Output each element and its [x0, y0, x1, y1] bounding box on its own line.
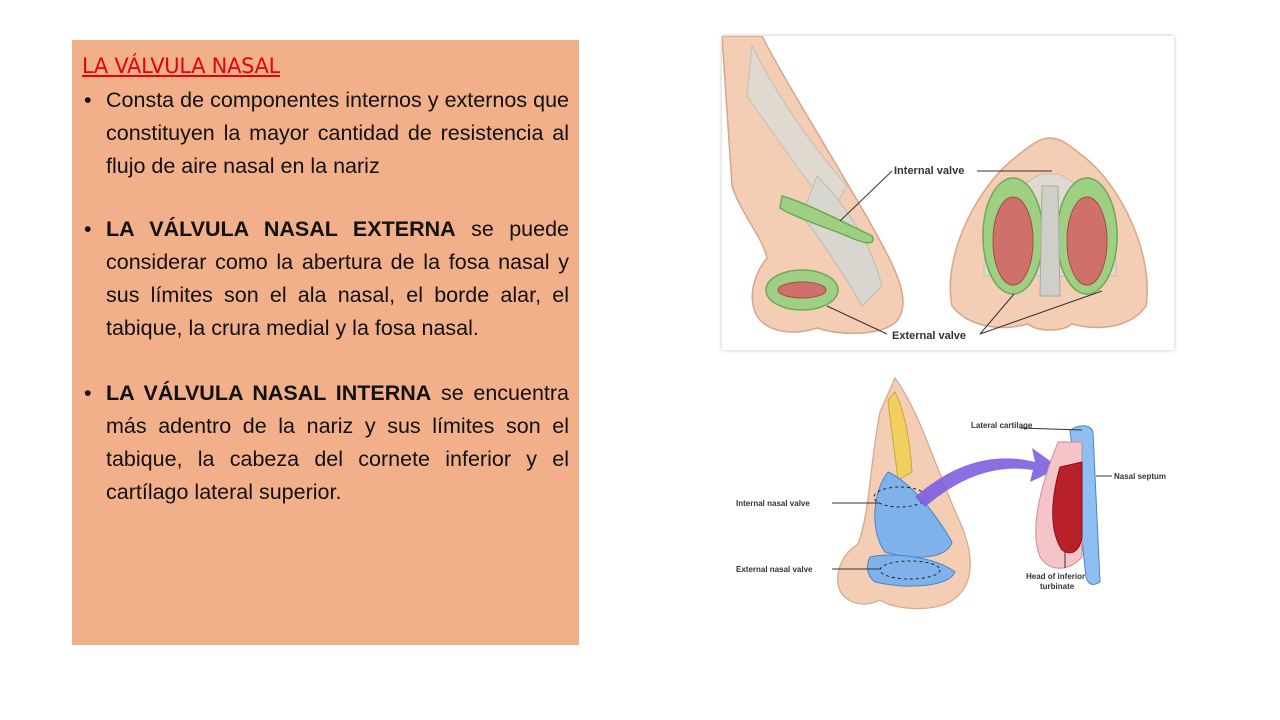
- section-title: LA VÁLVULA NASAL: [82, 54, 281, 78]
- leader-internal-1: [839, 170, 893, 222]
- label-lateral-cartilage: Lateral cartilage: [971, 421, 1033, 430]
- nostril-lateral: [777, 281, 827, 299]
- bullet-item: • LA VÁLVULA NASAL EXTERNA se puede cons…: [82, 213, 569, 345]
- leader-external-1: [826, 305, 888, 335]
- lateral-cartilage: [801, 175, 883, 307]
- valve-detail-arrow: [915, 448, 1060, 507]
- leader-lateral-cartilage: [1019, 427, 1083, 431]
- nostril-left: [992, 196, 1034, 286]
- bullet-lead: LA VÁLVULA NASAL EXTERNA: [106, 217, 456, 241]
- external-valve-ring: [879, 560, 941, 580]
- label-external-valve: External valve: [892, 330, 966, 342]
- label-nasal-septum: Nasal septum: [1114, 472, 1166, 481]
- leader-external-2: [979, 293, 1015, 335]
- nostril-right: [1066, 196, 1108, 286]
- lower-lateral-cartilage: [866, 554, 956, 587]
- bullet-text: se encuentra más adentro de la nariz y s…: [106, 381, 569, 504]
- bullet-dot: •: [84, 88, 92, 112]
- bullet-item: • LA VÁLVULA NASAL INTERNA se encuentra …: [82, 377, 569, 509]
- nose-views-illustration: Internal valve External valve: [721, 35, 1148, 342]
- label-external-nasal-valve: External nasal valve: [736, 565, 813, 574]
- nasal-valve-figure-top: Internal valve External valve: [721, 35, 1174, 350]
- label-internal-valve: Internal valve: [894, 165, 964, 177]
- internal-valve-lateral: [779, 195, 874, 244]
- nasal-bone: [746, 44, 848, 212]
- turbinate-head-detail: [1052, 461, 1083, 554]
- bullet-text: se puede considerar como la abertura de …: [106, 217, 569, 340]
- columella: [1039, 185, 1061, 297]
- text-panel: LA VÁLVULA NASAL • Consta de componentes…: [72, 40, 579, 645]
- leader-external-3: [979, 290, 1103, 335]
- bullet-dot: •: [84, 381, 92, 405]
- bullet-text: Consta de componentes internos y externo…: [106, 88, 569, 178]
- bullet-list: • Consta de componentes internos y exter…: [82, 84, 569, 509]
- nasal-bone-yellow: [887, 391, 913, 481]
- label-turbinate: turbinate: [1040, 582, 1075, 591]
- nose-profile-illustration: Lateral cartilage Nasal septum Internal …: [736, 376, 1166, 610]
- label-internal-nasal-valve: Internal nasal valve: [736, 499, 810, 508]
- bullet-dot: •: [84, 217, 92, 241]
- bullet-lead: LA VÁLVULA NASAL INTERNA: [106, 381, 432, 405]
- label-head-of-inferior: Head of inferior: [1026, 572, 1085, 581]
- nasal-valve-figure-bottom: Lateral cartilage Nasal septum Internal …: [720, 372, 1190, 642]
- bullet-item: • Consta de componentes internos y exter…: [82, 84, 569, 183]
